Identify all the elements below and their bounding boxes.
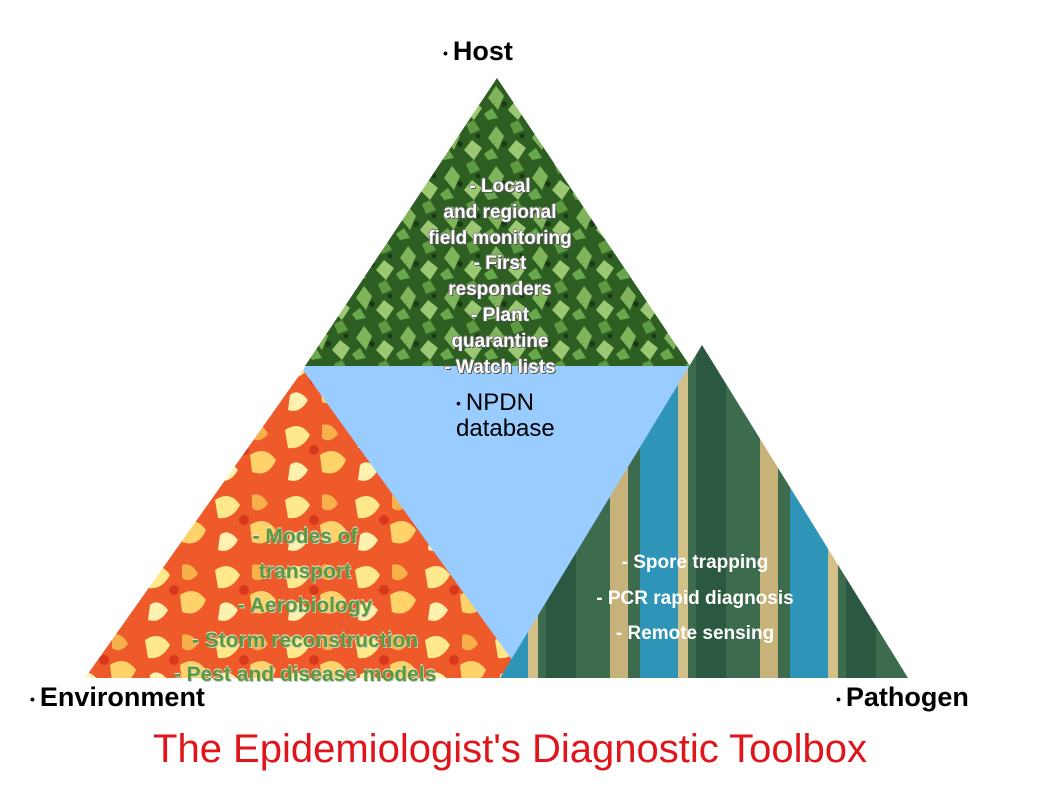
npdn-database-label: •NPDN database (456, 390, 555, 441)
environment-tool-line: - Pest and disease models (173, 663, 437, 686)
pathogen-tool-line: - PCR rapid diagnosis (596, 587, 794, 609)
host-tool-line: - Plant (470, 304, 530, 326)
bullet-icon: • (443, 44, 448, 61)
host-label-text: Host (452, 36, 513, 66)
host-tool-line: quarantine (451, 330, 549, 352)
center-line-1: NPDN (465, 389, 534, 416)
environment-label: •Environment (30, 684, 205, 711)
host-triangle (305, 78, 690, 366)
pathogen-tools-list: - Spore trapping - PCR rapid diagnosis -… (540, 545, 850, 652)
host-tool-line: and regional (443, 201, 557, 223)
pathogen-label: •Pathogen (836, 684, 969, 711)
environment-tool-line: - Modes of (252, 525, 358, 548)
bullet-icon: • (836, 690, 841, 707)
environment-tool-line: transport (258, 559, 352, 583)
host-tool-line: field monitoring (428, 227, 572, 249)
environment-tool-line: - Aerobiology (237, 594, 373, 617)
slide-title: The Epidemiologist's Diagnostic Toolbox (153, 727, 867, 771)
host-tool-line: responders (448, 279, 552, 301)
host-tools-list: - Local and regional field monitoring - … (390, 174, 610, 380)
bullet-icon: • (456, 395, 461, 412)
environment-tools-list: - Modes of transport - Aerobiology - Sto… (110, 520, 500, 693)
pathogen-tool-line: - Spore trapping (621, 552, 769, 573)
pathogen-label-text: Pathogen (845, 682, 969, 712)
environment-tool-line: - Storm reconstruction (191, 628, 419, 652)
host-label: •Host (443, 38, 513, 65)
host-tool-line: - First (473, 253, 527, 275)
pathogen-triangle (500, 345, 908, 678)
host-tool-line: - Watch lists (444, 356, 556, 378)
environment-triangle (85, 370, 525, 678)
host-tool-line: - Local (469, 176, 531, 197)
pathogen-tool-line: - Remote sensing (615, 623, 775, 644)
bullet-icon: • (30, 690, 35, 707)
center-line-2: database (456, 415, 555, 443)
environment-label-text: Environment (39, 682, 205, 712)
